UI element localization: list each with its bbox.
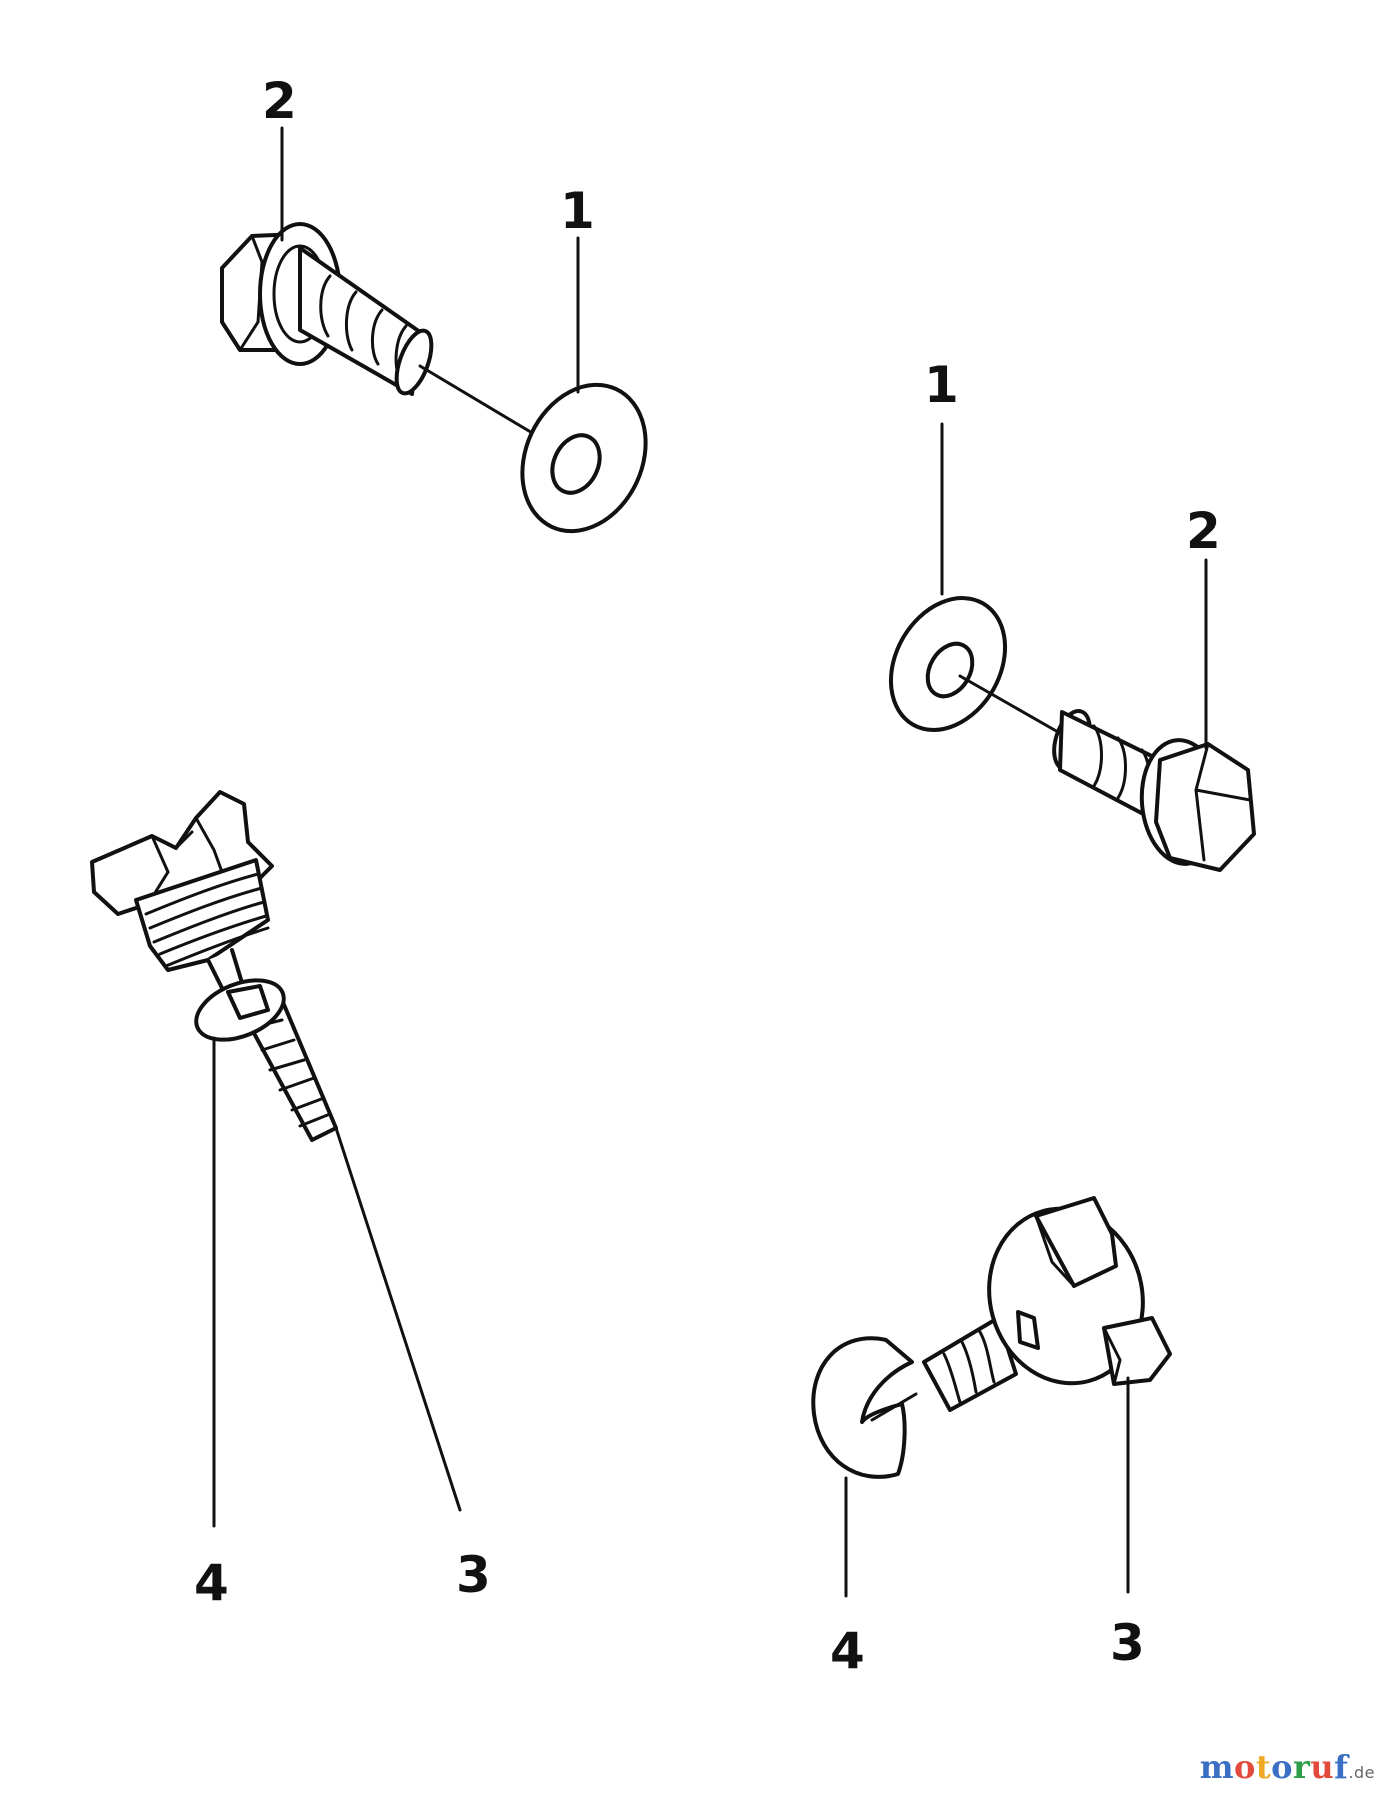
plug-right: [922, 1196, 1172, 1412]
callout-top-left-washer: 1: [560, 182, 595, 240]
callout-left-dipstick: 3: [456, 1546, 491, 1604]
callout-left-gasket: 4: [194, 1554, 229, 1612]
washer-top-left: [520, 382, 648, 534]
watermark-suffix: .de: [1348, 1763, 1375, 1782]
callout-right-washer: 1: [924, 356, 959, 414]
leader-line-left-3: [334, 1126, 462, 1512]
watermark-logo: motoruf.de: [1200, 1748, 1375, 1786]
callout-top-left-bolt: 2: [262, 72, 297, 130]
bolt-top-left: [220, 222, 536, 436]
gasket-right: [811, 1336, 914, 1479]
watermark-text: motoruf: [1199, 1748, 1349, 1786]
bolt-right: [1052, 709, 1256, 872]
callout-right-bolt: 2: [1186, 502, 1221, 560]
dipstick-left: [90, 790, 338, 1142]
washer-bolt-centerline: [958, 674, 1060, 734]
plug-gasket-gap-line: [870, 1392, 918, 1422]
callout-right-plug: 3: [1110, 1614, 1145, 1672]
gasket-left: [194, 978, 286, 1042]
callout-right-gasket: 4: [830, 1622, 865, 1680]
washer-right: [888, 596, 1008, 732]
